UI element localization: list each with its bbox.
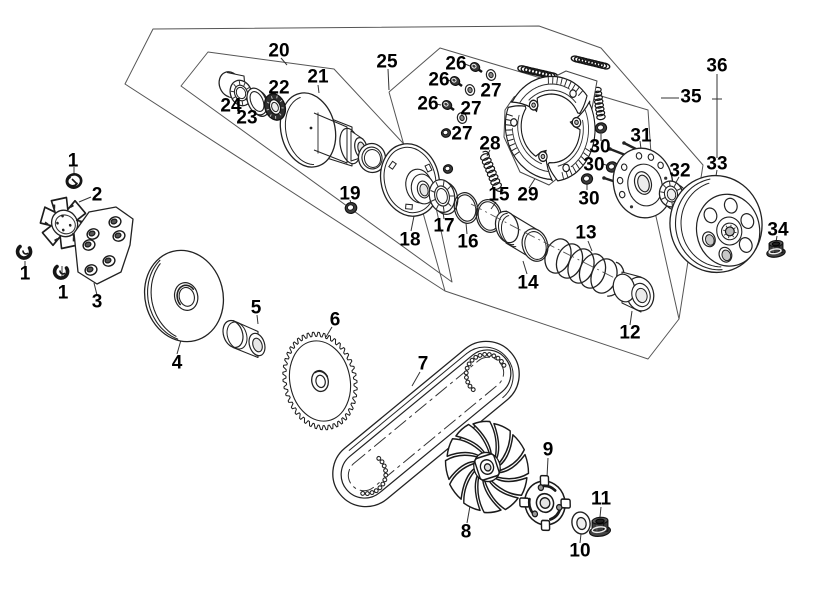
svg-text:20: 20 [268,41,289,62]
svg-text:10: 10 [569,541,590,562]
svg-text:32: 32 [669,161,690,182]
svg-text:14: 14 [517,273,539,294]
svg-text:26: 26 [417,94,438,115]
svg-text:35: 35 [680,87,702,108]
svg-text:30: 30 [583,155,604,176]
svg-text:30: 30 [578,189,599,210]
svg-text:11: 11 [591,489,612,510]
svg-text:29: 29 [517,185,538,206]
svg-text:26: 26 [445,54,466,75]
svg-text:8: 8 [461,522,472,543]
svg-text:7: 7 [418,354,429,375]
svg-text:4: 4 [172,353,183,374]
svg-text:3: 3 [92,292,103,313]
svg-text:15: 15 [488,185,510,206]
svg-text:27: 27 [460,99,481,120]
svg-text:25: 25 [376,52,398,73]
svg-text:1: 1 [20,264,31,285]
svg-text:18: 18 [399,230,420,251]
svg-text:22: 22 [268,78,289,99]
svg-text:24: 24 [220,96,242,117]
svg-text:31: 31 [630,126,652,147]
svg-text:33: 33 [706,154,727,175]
svg-text:36: 36 [706,56,727,77]
svg-text:9: 9 [543,440,554,461]
svg-text:6: 6 [330,310,341,331]
svg-text:34: 34 [767,220,789,241]
svg-text:27: 27 [480,81,501,102]
svg-text:13: 13 [575,223,596,244]
svg-text:16: 16 [457,232,478,253]
svg-text:27: 27 [451,124,472,145]
svg-text:1: 1 [68,151,79,172]
svg-text:2: 2 [92,185,103,206]
svg-text:28: 28 [479,134,500,155]
svg-text:23: 23 [236,108,257,129]
svg-text:17: 17 [433,216,454,237]
svg-text:1: 1 [58,283,69,304]
svg-text:30: 30 [589,137,610,158]
svg-text:19: 19 [339,184,360,205]
svg-text:5: 5 [251,298,262,319]
svg-text:21: 21 [307,67,329,88]
svg-text:12: 12 [619,323,640,344]
svg-text:26: 26 [428,70,449,91]
